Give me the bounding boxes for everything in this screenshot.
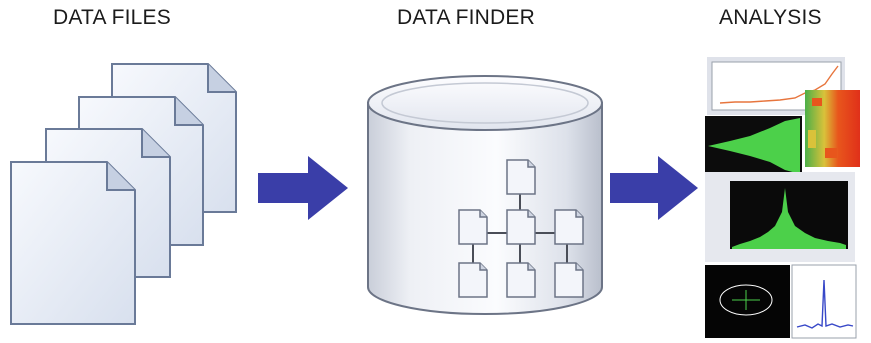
polar-plot-thumbnail (705, 265, 790, 338)
analysis-collage (705, 57, 860, 339)
tree-node-icon (506, 159, 536, 195)
tree-node-icon (506, 209, 536, 245)
document-icon (10, 161, 136, 325)
tree-node-icon (554, 209, 584, 245)
document-stack-icon (10, 63, 237, 325)
database-cylinder-icon (367, 75, 603, 315)
tree-node-icon (506, 262, 536, 298)
peak-plot-thumbnail (791, 264, 857, 339)
tree-node-icon (554, 262, 584, 298)
spectrum-thumbnail (705, 172, 855, 262)
right-arrow-icon (610, 156, 698, 220)
analysis-heading: ANALYSIS (719, 6, 822, 29)
data-files-heading: DATA FILES (53, 6, 171, 29)
tree-nodes (458, 159, 584, 298)
right-arrow-icon (258, 156, 348, 220)
tree-node-icon (458, 262, 488, 298)
data-finder-heading: DATA FINDER (397, 6, 535, 29)
tree-node-icon (458, 209, 488, 245)
waveform-thumbnail (705, 116, 802, 176)
heatmap-thumbnail (805, 90, 860, 167)
